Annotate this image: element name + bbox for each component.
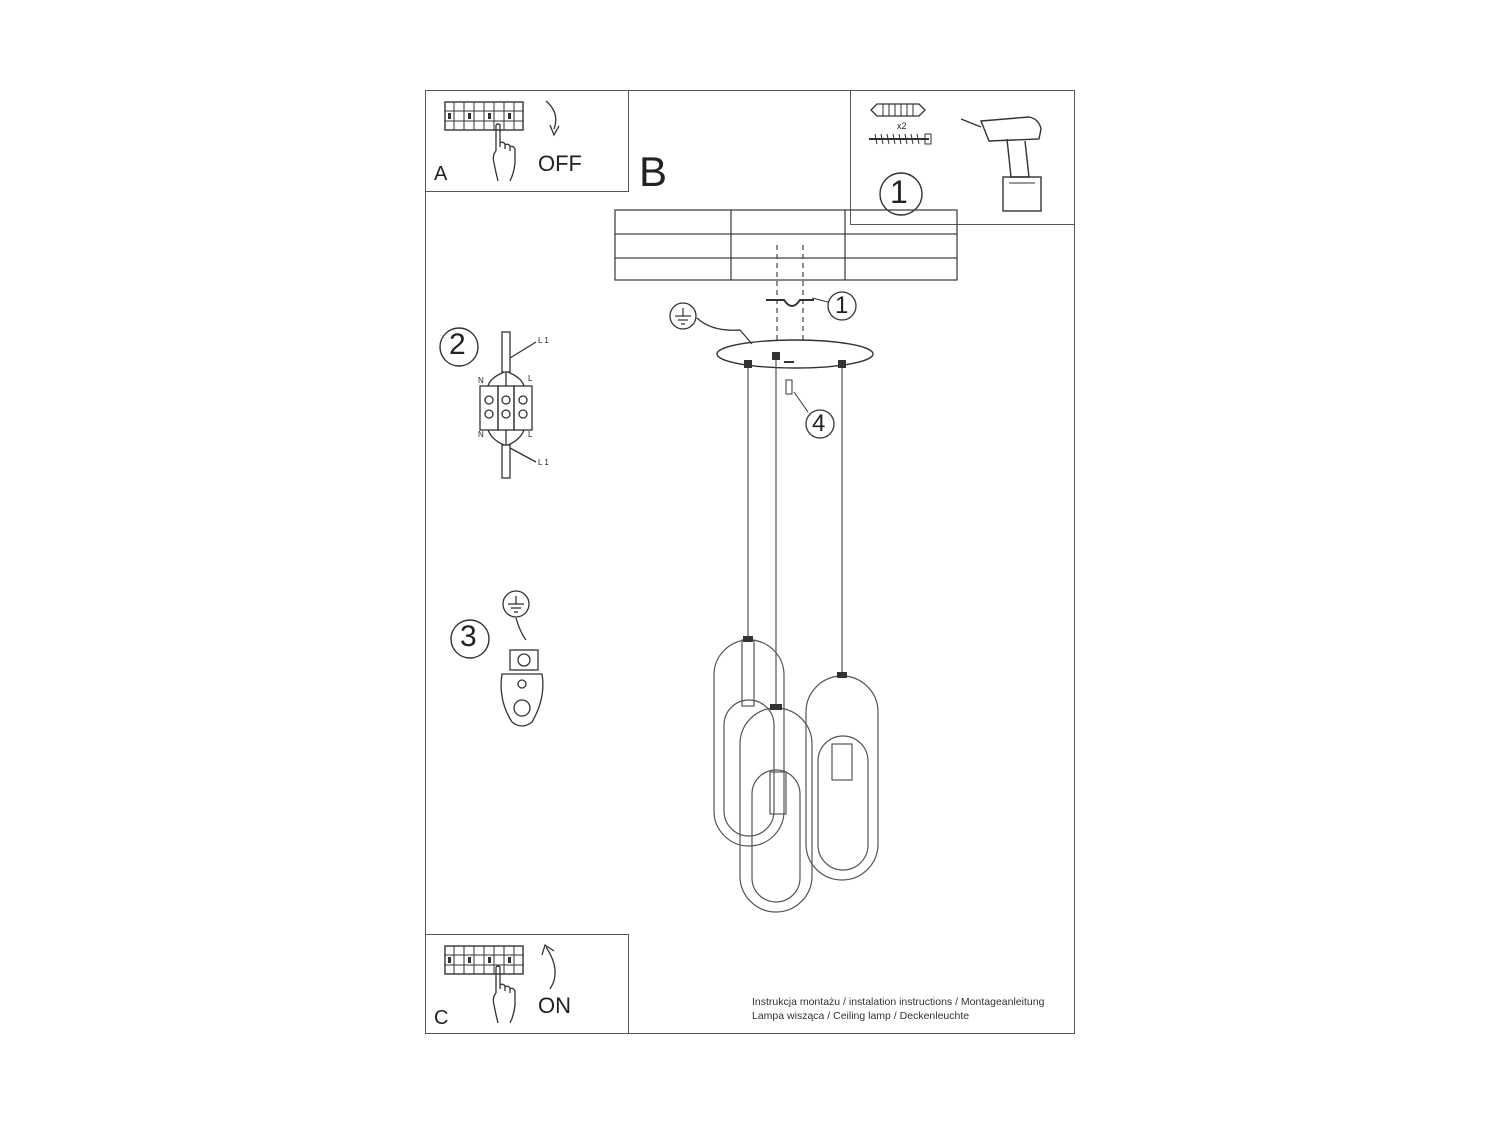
quantity-label: x2 <box>897 121 907 131</box>
arrow-up-icon <box>541 943 556 990</box>
panel-b-letter: B <box>639 148 668 195</box>
drill-icon <box>960 116 1042 212</box>
panel-c-power-on: ON C <box>425 934 629 1034</box>
instruction-sheet <box>425 90 1075 1034</box>
hand-pointer-icon <box>492 965 516 1024</box>
step-3-number: 3 <box>460 620 477 653</box>
hand-pointer-icon <box>492 123 516 182</box>
wire-l-top: L <box>528 374 533 383</box>
terminal-block-diagram <box>479 331 537 479</box>
footer-line-1: Instrukcja montażu / instalation instruc… <box>752 996 1045 1008</box>
step-1-number: 1 <box>890 174 908 210</box>
wall-plug-icon <box>870 103 926 117</box>
screw-icon <box>869 133 932 145</box>
step-2-circle <box>439 327 479 367</box>
step-3-circle <box>450 619 490 659</box>
wire-l1-top: L 1 <box>538 336 549 345</box>
footer-line-2: Lampa wisząca / Ceiling lamp / Deckenleu… <box>752 1010 970 1022</box>
panel-c-action: ON <box>538 993 571 1018</box>
step-anchor-number: 1 <box>835 292 849 319</box>
ground-terminal-diagram <box>500 590 544 727</box>
step-2-number: 2 <box>449 328 466 361</box>
wire-n-top: N <box>478 376 484 385</box>
panel-a-power-off: OFF A <box>425 90 629 192</box>
wire-n-bottom: N <box>478 430 484 439</box>
circuit-breaker-icon <box>444 101 524 131</box>
mounting-bracket <box>766 299 814 307</box>
pendant-middle <box>739 707 813 913</box>
wire-l-bottom: L <box>528 430 533 439</box>
wire-l1-bottom: L 1 <box>538 458 549 467</box>
tools-panel: x2 1 <box>850 90 1075 225</box>
step-1-circle <box>879 172 923 216</box>
panel-a-action: OFF <box>538 151 582 176</box>
footer: Instrukcja montażu / instalation instruc… <box>752 995 1044 1023</box>
step-screw-number: 4 <box>812 410 826 437</box>
circuit-breaker-icon <box>444 945 524 975</box>
panel-a-letter: A <box>434 163 448 185</box>
arrow-down-icon <box>545 100 560 137</box>
panel-c-letter: C <box>434 1007 449 1029</box>
